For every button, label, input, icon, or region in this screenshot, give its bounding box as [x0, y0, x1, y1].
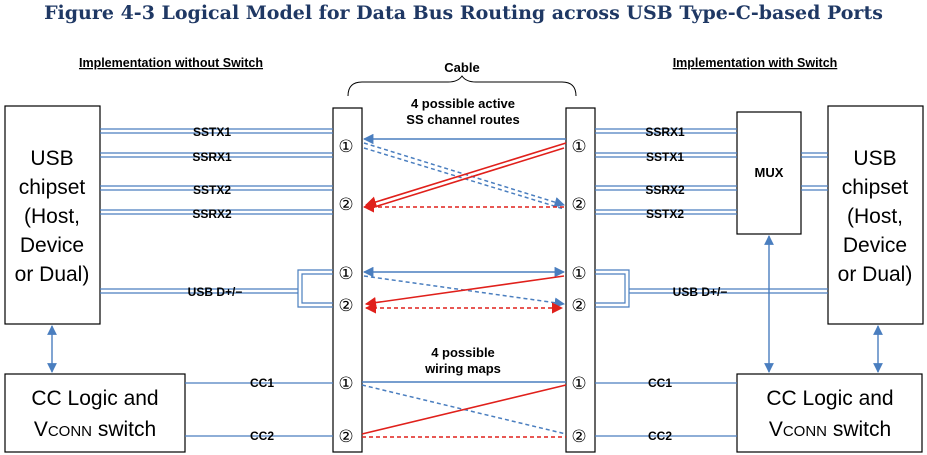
- left-ss-buses: [100, 128, 333, 215]
- mux-box: [736, 111, 802, 235]
- left-label-cc1: CC1: [250, 376, 274, 390]
- wiring-maps-note-line1: 4 possible: [431, 345, 495, 360]
- right-chipset-line2: chipset: [842, 176, 909, 199]
- left-chipset-line3: (Host,: [24, 205, 80, 228]
- right-label-usb: USB D+/−: [673, 285, 728, 299]
- right-usb2-bus: [595, 269, 828, 308]
- right-cc-conn: CONN: [783, 423, 827, 440]
- left-label-usb: USB D+/−: [188, 285, 243, 299]
- left-cc-line1: CC Logic and: [31, 387, 158, 410]
- cc-map-red-cross: [361, 384, 567, 435]
- left-label-ssrx1: SSRX1: [192, 150, 232, 164]
- left-pin-cc-1: ①: [338, 374, 353, 394]
- right-label-ssrx2: SSRX2: [645, 183, 685, 197]
- right-label-cc2: CC2: [648, 429, 672, 443]
- mux-label: MUX: [755, 165, 784, 180]
- right-ss-buses: [595, 128, 737, 215]
- left-pin-usb-2: ②: [338, 296, 353, 316]
- left-chipset-line4: Device: [20, 234, 84, 257]
- left-chipset-line5: or Dual): [15, 263, 90, 286]
- left-chipset-line1: USB: [30, 147, 73, 170]
- left-pin-ss-1: ①: [338, 137, 353, 157]
- right-label-sstx2: SSTX2: [646, 207, 684, 221]
- right-chipset-line3: (Host,: [847, 205, 903, 228]
- right-chipset-line1: USB: [853, 147, 896, 170]
- right-pin-cc-1: ①: [571, 374, 586, 394]
- left-pin-usb-1: ①: [338, 264, 353, 284]
- right-cc-v: V: [769, 418, 783, 441]
- left-pin-cc-2: ②: [338, 427, 353, 447]
- right-cc-switch: switch: [827, 418, 891, 441]
- left-label-sstx1: SSTX1: [193, 125, 231, 139]
- ss-routes-note-line1: 4 possible active: [411, 96, 515, 111]
- figure-title: Figure 4-3 Logical Model for Data Bus Ro…: [44, 2, 883, 24]
- left-usb2-bus: [100, 269, 333, 308]
- right-usb-chipset-box: [827, 105, 924, 325]
- left-label-sstx2: SSTX2: [193, 183, 231, 197]
- right-label-sstx1: SSTX1: [646, 150, 684, 164]
- ss-route-red-cross-lower: [367, 147, 565, 210]
- right-pin-cc-2: ②: [571, 427, 586, 447]
- cc-wiring-maps: [361, 381, 567, 438]
- ss-channel-routes: [362, 133, 567, 213]
- cable-bracket: [347, 75, 577, 97]
- usb2-routes: [362, 266, 566, 314]
- right-cc-line2: VCONN switch: [769, 418, 891, 441]
- right-receptacle: [565, 107, 596, 453]
- header-with-switch: Implementation with Switch: [673, 56, 838, 70]
- left-label-ssrx2: SSRX2: [192, 207, 232, 221]
- right-pin-usb-2: ②: [571, 296, 586, 316]
- right-chipset-line4: Device: [843, 234, 907, 257]
- ss-routes-note-line2: SS channel routes: [406, 112, 519, 127]
- right-pin-ss-2: ②: [571, 195, 586, 215]
- right-label-ssrx1: SSRX1: [645, 125, 685, 139]
- right-pin-ss-1: ①: [571, 137, 586, 157]
- left-receptacle: [332, 107, 363, 453]
- ss-route-red-cross-upper: [364, 142, 567, 208]
- left-pin-ss-2: ②: [338, 195, 353, 215]
- header-cable: Cable: [444, 60, 479, 75]
- left-usb-chipset-box: [4, 105, 101, 325]
- header-without-switch: Implementation without Switch: [79, 56, 263, 70]
- right-cc-line1: CC Logic and: [766, 387, 893, 410]
- left-chipset-line2: chipset: [19, 176, 86, 199]
- left-cc-conn: CONN: [48, 423, 92, 440]
- right-pin-usb-1: ①: [571, 264, 586, 284]
- left-label-cc2: CC2: [250, 429, 274, 443]
- wiring-maps-note-line2: wiring maps: [424, 361, 501, 376]
- left-cc-v: V: [34, 418, 48, 441]
- right-chipset-line5: or Dual): [838, 263, 913, 286]
- left-cc-logic-box: [4, 373, 186, 453]
- left-cc-switch: switch: [92, 418, 156, 441]
- left-cc-line2: VCONN switch: [34, 418, 156, 441]
- usb-route-red-cross: [364, 275, 565, 309]
- right-label-cc1: CC1: [648, 376, 672, 390]
- right-cc-logic-box: [736, 373, 923, 453]
- mux-to-chipset-buses: [801, 152, 828, 191]
